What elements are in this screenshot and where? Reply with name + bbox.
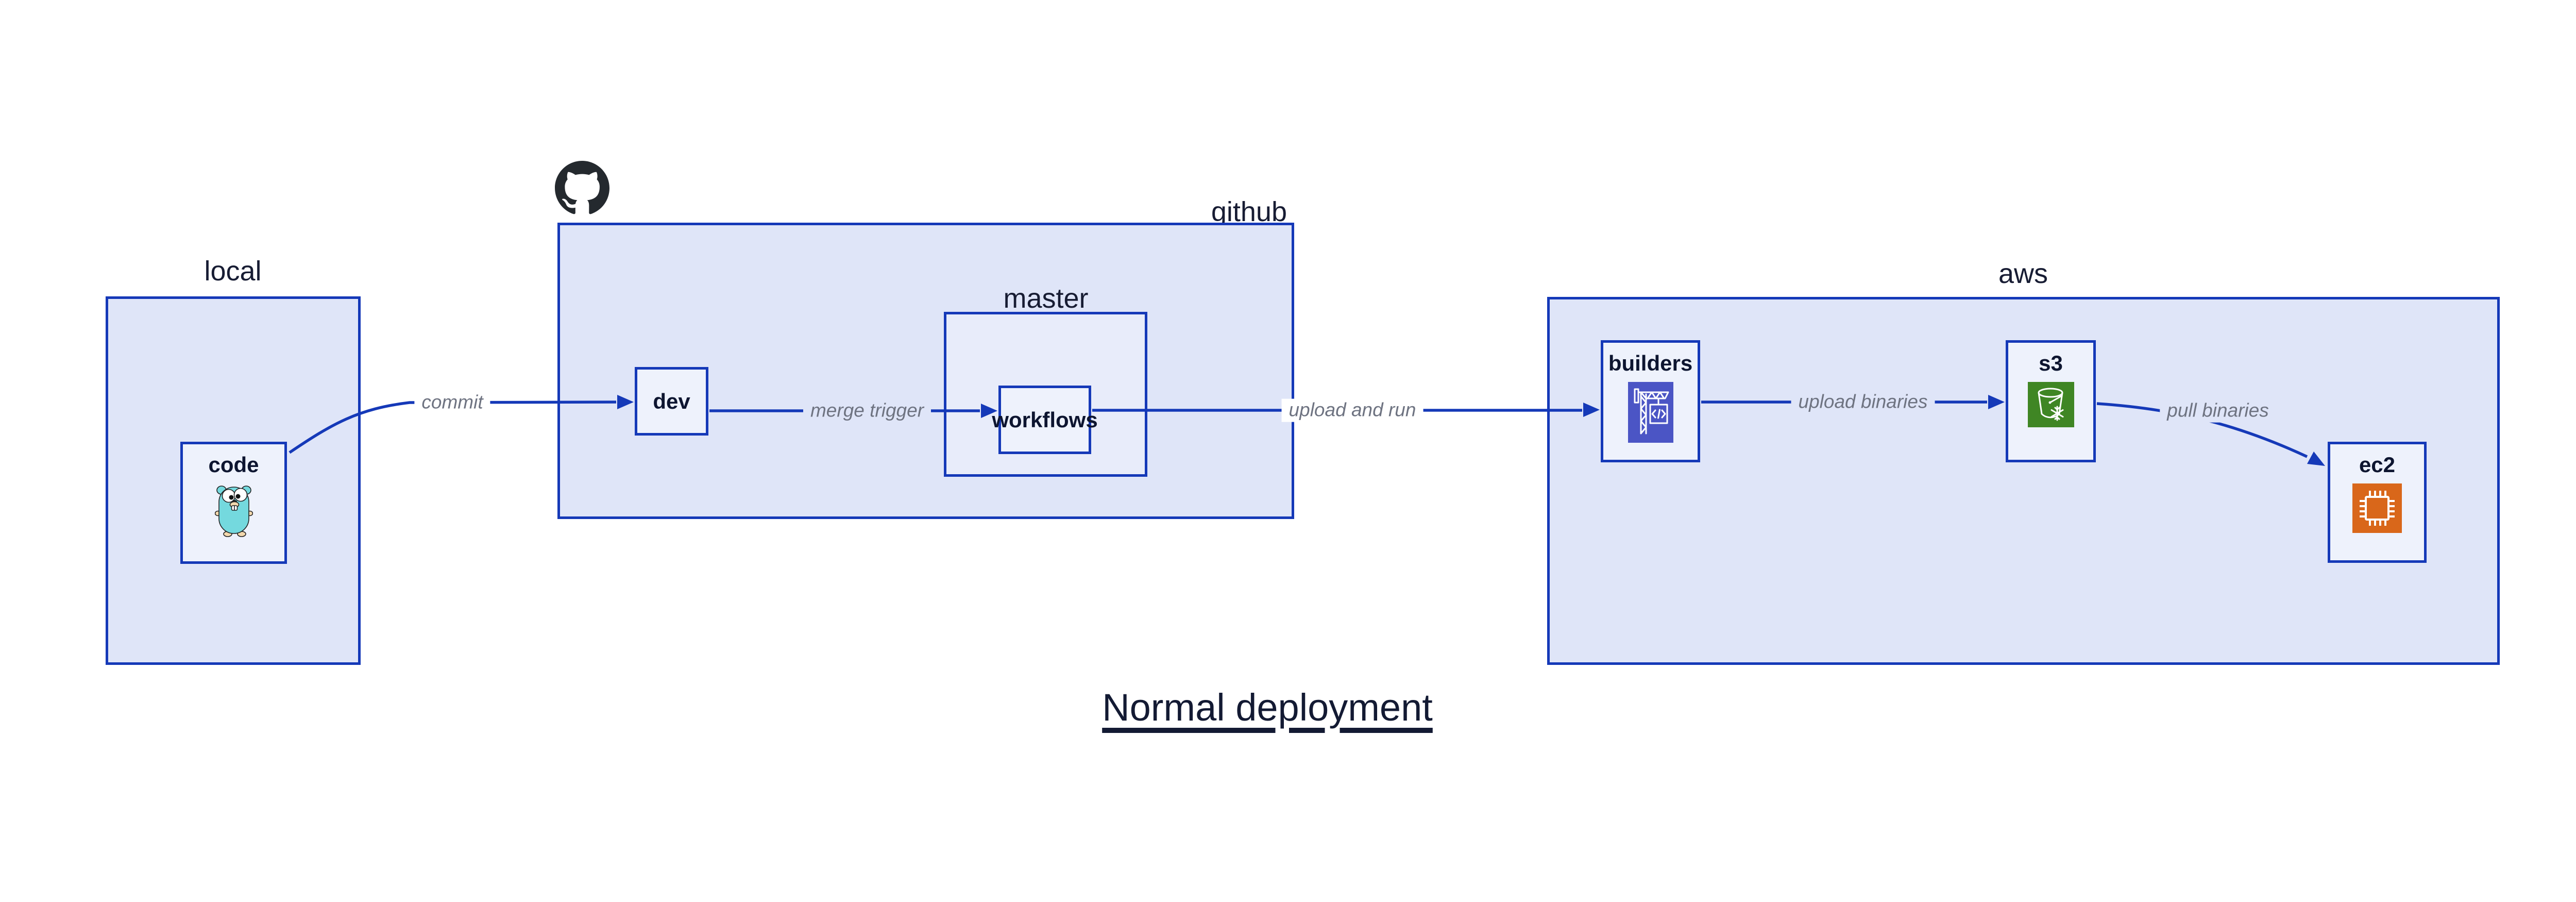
node-label-code: code xyxy=(208,453,259,477)
node-label-s3: s3 xyxy=(2039,351,2063,375)
node-label-builders: builders xyxy=(1608,351,1693,375)
container-label-aws: aws xyxy=(1998,258,2048,289)
edge-label-commit: commit xyxy=(414,391,490,414)
node-label-ec2: ec2 xyxy=(2359,453,2396,477)
container-label-github: github xyxy=(1211,196,1287,227)
s3-bucket-icon xyxy=(2027,382,2074,427)
github-logo-icon xyxy=(555,161,609,215)
node-code: code xyxy=(180,442,287,564)
node-builders: builders xyxy=(1601,340,1700,462)
diagram-title: Normal deployment xyxy=(1102,686,1433,729)
node-label-dev: dev xyxy=(653,389,690,413)
container-label-master: master xyxy=(1003,283,1089,314)
codebuild-crane-icon xyxy=(1628,382,1673,443)
edge-label-upload-binaries: upload binaries xyxy=(1791,390,1935,414)
ec2-chip-icon xyxy=(2352,483,2402,533)
node-workflows: workflows xyxy=(992,386,1098,454)
edge-label-pull-binaries: pull binaries xyxy=(2160,399,2276,423)
node-ec2: ec2 xyxy=(2328,442,2427,563)
node-dev: dev xyxy=(635,367,708,436)
edge-label-merge-trigger: merge trigger xyxy=(803,399,931,423)
node-s3: s3 xyxy=(2006,340,2096,462)
go-gopher-icon xyxy=(214,483,253,537)
container-label-local: local xyxy=(204,256,262,287)
node-label-workflows: workflows xyxy=(992,407,1098,432)
edge-label-upload-and-run: upload and run xyxy=(1281,398,1423,422)
